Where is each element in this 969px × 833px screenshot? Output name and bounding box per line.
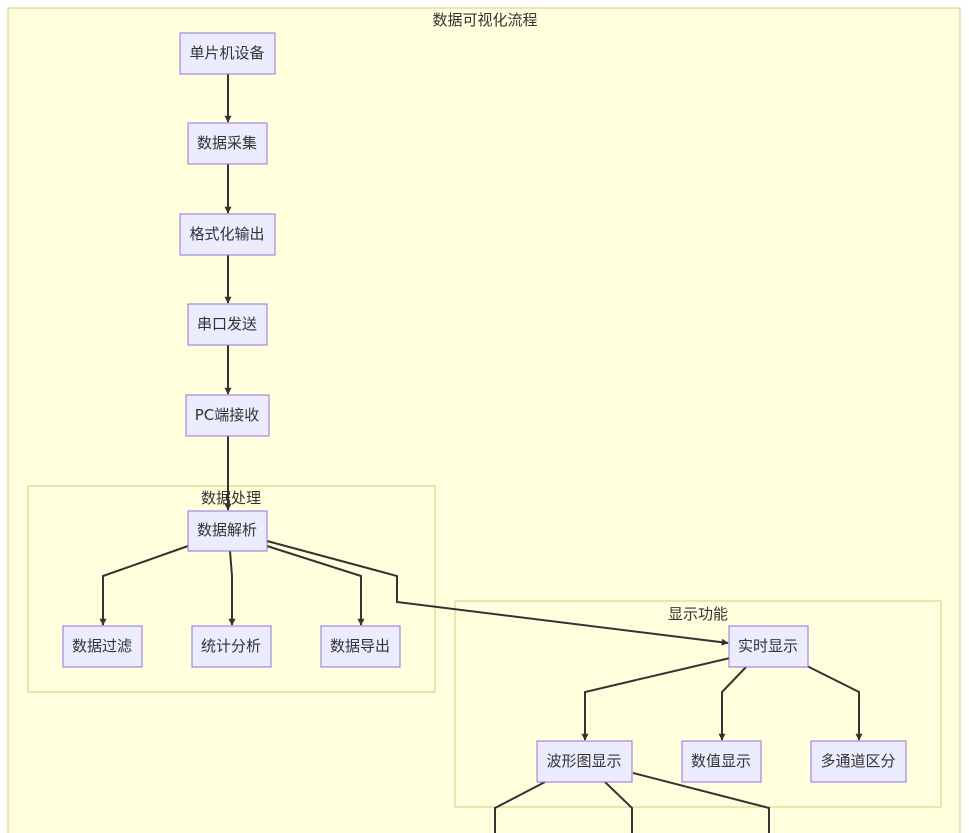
node-realtime: 实时显示 <box>728 625 809 668</box>
node-serial-label: 串口发送 <box>197 315 257 333</box>
node-stats-label: 统计分析 <box>201 637 261 655</box>
node-numeric-label: 数值显示 <box>691 752 751 770</box>
edge-waveform-out-3 <box>632 772 770 833</box>
edge-realtime-waveform <box>581 657 731 741</box>
cluster-outer-label: 数据可视化流程 <box>432 11 537 29</box>
edge-parse-stats <box>228 550 236 626</box>
cluster-display-label: 显示功能 <box>668 605 728 623</box>
node-realtime-label: 实时显示 <box>738 637 798 655</box>
edge-parse-export <box>266 545 365 626</box>
node-collect: 数据采集 <box>187 122 268 165</box>
node-multichannel-label: 多通道区分 <box>820 752 895 770</box>
node-export-label: 数据导出 <box>330 637 390 655</box>
node-export: 数据导出 <box>320 625 401 668</box>
edge-parse-realtime <box>266 540 729 646</box>
edge-waveform-out-1 <box>494 781 546 833</box>
node-multichannel: 多通道区分 <box>810 740 907 783</box>
node-mcu: 单片机设备 <box>179 32 276 75</box>
node-filter-label: 数据过滤 <box>72 637 132 655</box>
node-waveform-label: 波形图显示 <box>546 752 621 770</box>
edge-waveform-out-2 <box>604 781 633 833</box>
node-format: 格式化输出 <box>179 213 276 256</box>
node-parse: 数据解析 <box>187 510 268 552</box>
edges <box>99 74 863 833</box>
node-stats: 统计分析 <box>191 625 272 668</box>
edge-realtime-multichannel <box>806 665 863 741</box>
node-format-label: 格式化输出 <box>189 225 264 243</box>
node-numeric: 数值显示 <box>681 740 762 783</box>
cluster-processing-label: 数据处理 <box>201 489 261 507</box>
node-collect-label: 数据采集 <box>197 134 257 152</box>
node-waveform: 波形图显示 <box>536 740 633 783</box>
node-pc: PC端接收 <box>185 394 270 437</box>
node-parse-label: 数据解析 <box>197 521 257 539</box>
node-mcu-label: 单片机设备 <box>189 44 264 62</box>
node-serial: 串口发送 <box>187 303 268 346</box>
edge-parse-filter <box>99 545 189 626</box>
node-pc-label: PC端接收 <box>195 406 260 424</box>
edge-realtime-numeric <box>718 665 748 741</box>
node-filter: 数据过滤 <box>62 625 143 668</box>
